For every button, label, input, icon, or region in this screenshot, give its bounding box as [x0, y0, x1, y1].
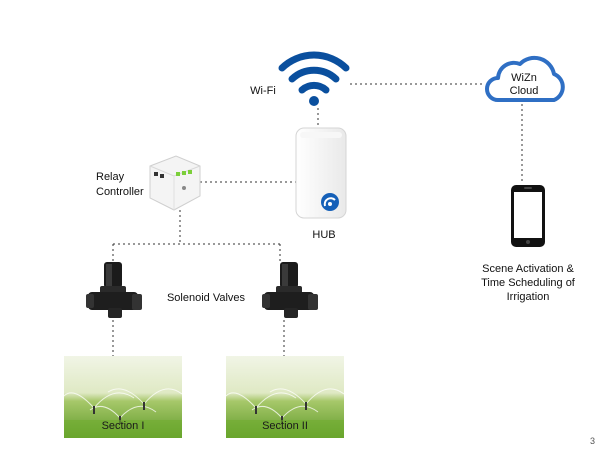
hub-label: HUB: [304, 228, 344, 242]
phone-caption-line3: Irrigation: [470, 290, 586, 304]
section-1-photo: Section I: [64, 356, 182, 438]
solenoid-label: Solenoid Valves: [158, 291, 254, 305]
cloud-label: WiZn Cloud: [488, 72, 560, 98]
phone-caption-line1: Scene Activation &: [470, 262, 586, 276]
page-number: 3: [590, 436, 595, 446]
section-2-photo: Section II: [226, 356, 344, 438]
section-1-caption: Section I: [64, 420, 182, 432]
phone-caption: Scene Activation & Time Scheduling of Ir…: [470, 262, 586, 304]
relay-module-icon: [146, 152, 204, 214]
smartphone-icon: [510, 184, 546, 248]
wifi-label: Wi-Fi: [238, 84, 288, 98]
cloud-label-line1: WiZn: [488, 72, 560, 85]
cloud-label-line2: Cloud: [488, 85, 560, 98]
phone-caption-line2: Time Scheduling of: [470, 276, 586, 290]
wifi-icon: [276, 46, 352, 108]
solenoid-valve-1-icon: [86, 262, 144, 322]
hub-device-icon: [294, 126, 350, 222]
solenoid-valve-2-icon: [262, 262, 320, 322]
section-2-caption: Section II: [226, 420, 344, 432]
